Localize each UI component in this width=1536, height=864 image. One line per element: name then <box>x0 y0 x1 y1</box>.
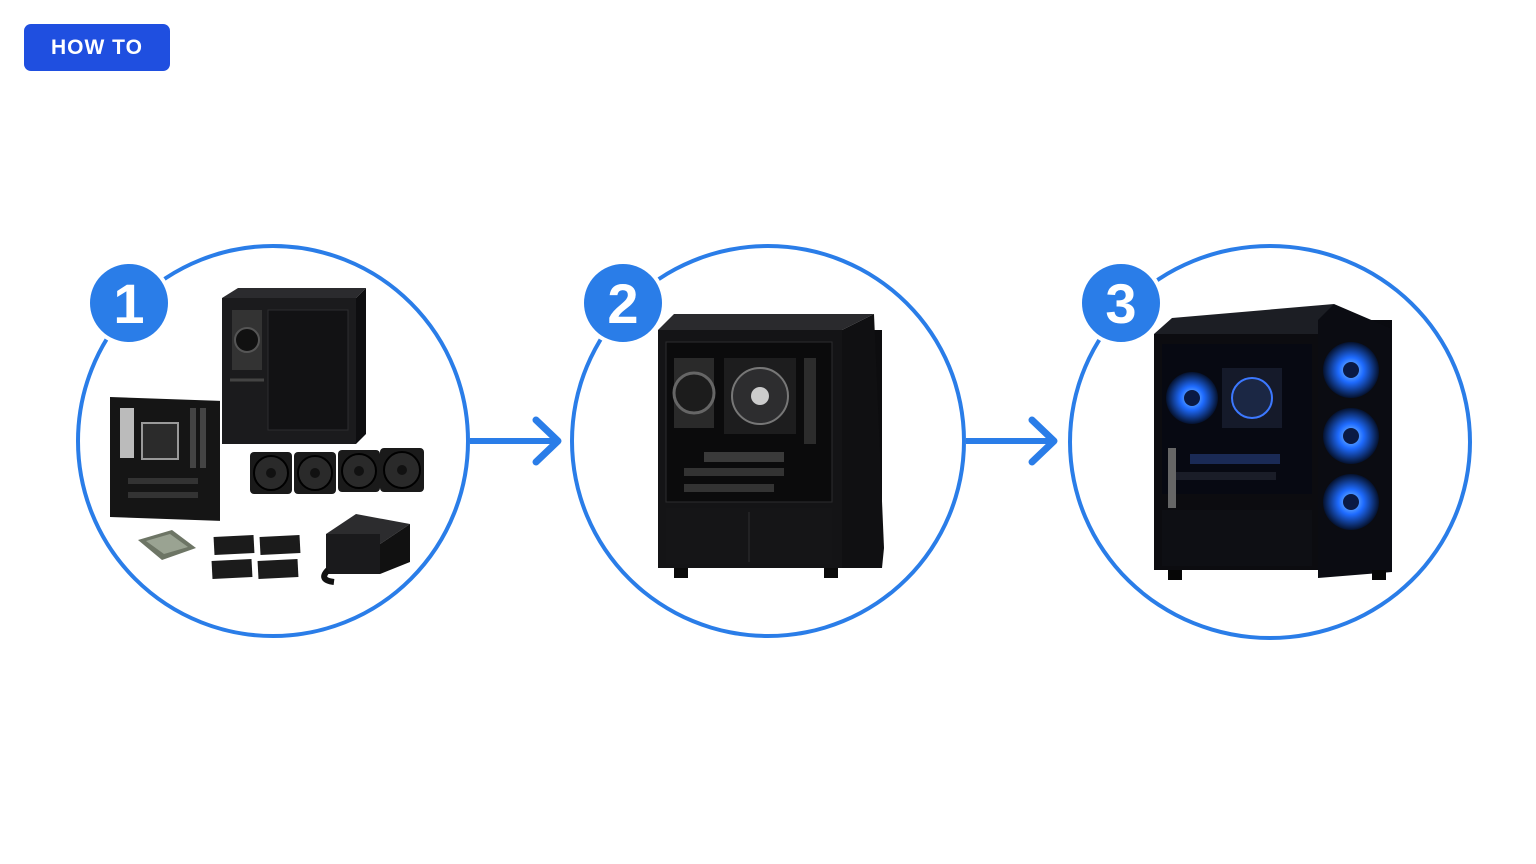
pc-components-icon <box>110 288 424 585</box>
assembled-case-icon <box>658 314 884 578</box>
motherboard-icon <box>110 397 220 521</box>
empty-case-icon <box>222 288 366 444</box>
step-3-circle <box>1068 244 1472 640</box>
case-fans-icon <box>250 448 424 494</box>
cpu-chip-icon <box>138 530 196 560</box>
psu-icon <box>321 514 410 585</box>
arrow-right-icon <box>966 416 1058 466</box>
step-2-number: 2 <box>580 260 666 346</box>
ram-modules-icon <box>211 534 301 580</box>
step-1-circle <box>76 244 470 638</box>
rgb-pc-icon <box>1154 304 1392 580</box>
step-1-number: 1 <box>86 260 172 346</box>
arrow-right-icon <box>470 416 562 466</box>
how-to-badge: HOW TO <box>24 24 170 71</box>
step-3-number: 3 <box>1078 260 1164 346</box>
